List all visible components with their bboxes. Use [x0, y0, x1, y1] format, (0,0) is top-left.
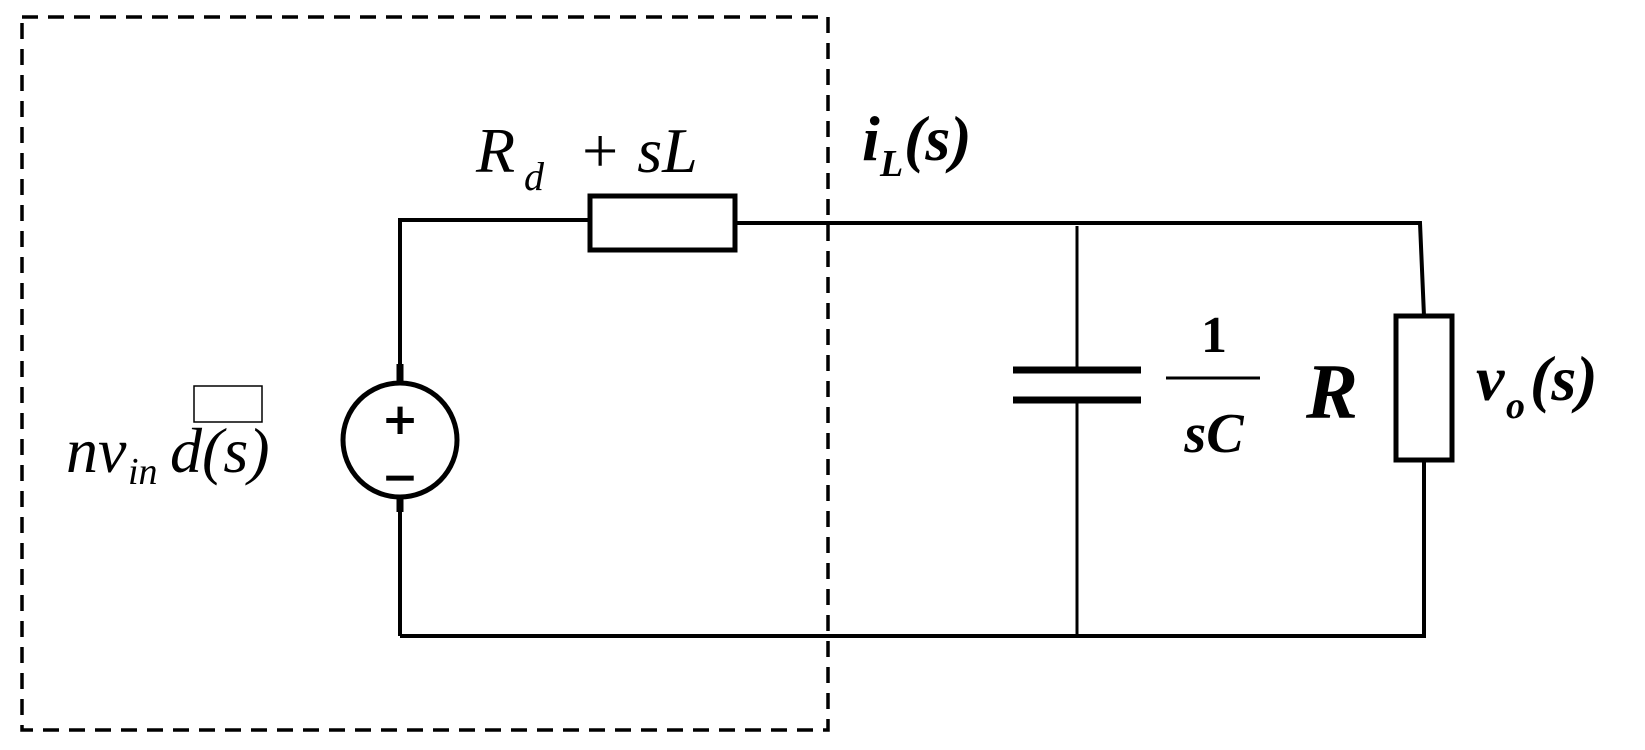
output-voltage-label: v o (s): [1476, 343, 1598, 427]
capacitor-label: 1 sC: [1166, 307, 1260, 465]
series-impedance-resistor: [587, 193, 738, 253]
voltage-source: + −: [340, 364, 460, 512]
inductor-current-arg: (s): [904, 103, 972, 174]
impedance-label-rest: + sL: [578, 115, 698, 186]
source-plus-sign: +: [382, 394, 419, 445]
inductor-current-sub: L: [879, 143, 903, 185]
source-label-rest: d(s): [170, 415, 270, 486]
load-label: R: [1305, 348, 1358, 435]
capacitor-label-numerator: 1: [1201, 307, 1227, 364]
load-resistor: [1393, 313, 1455, 463]
output-voltage-main: v: [1476, 343, 1505, 414]
wire-bottom: [400, 460, 1426, 638]
source-circle: [340, 380, 460, 500]
output-voltage-sub: o: [1506, 385, 1525, 427]
impedance-label-main: R: [475, 115, 515, 186]
dashed-boundary: [20, 15, 830, 732]
output-voltage-arg: (s): [1530, 343, 1598, 414]
source-label-sub: in: [128, 451, 158, 493]
inductor-current-label: i L (s): [862, 103, 972, 185]
source-minus-sign: −: [382, 452, 419, 503]
wire-top: [735, 221, 1426, 317]
capacitor: [1013, 366, 1141, 404]
source-label: nv in d(s): [66, 385, 270, 493]
wire-left-upper: [398, 218, 590, 364]
inductor-current-main: i: [862, 103, 880, 174]
source-label-box: [193, 385, 263, 423]
wires: [398, 218, 1426, 638]
source-label-main: nv: [66, 415, 127, 486]
impedance-label-sub: d: [524, 154, 545, 199]
capacitor-label-denominator: sC: [1183, 403, 1244, 465]
impedance-label: R d + sL: [475, 115, 698, 199]
